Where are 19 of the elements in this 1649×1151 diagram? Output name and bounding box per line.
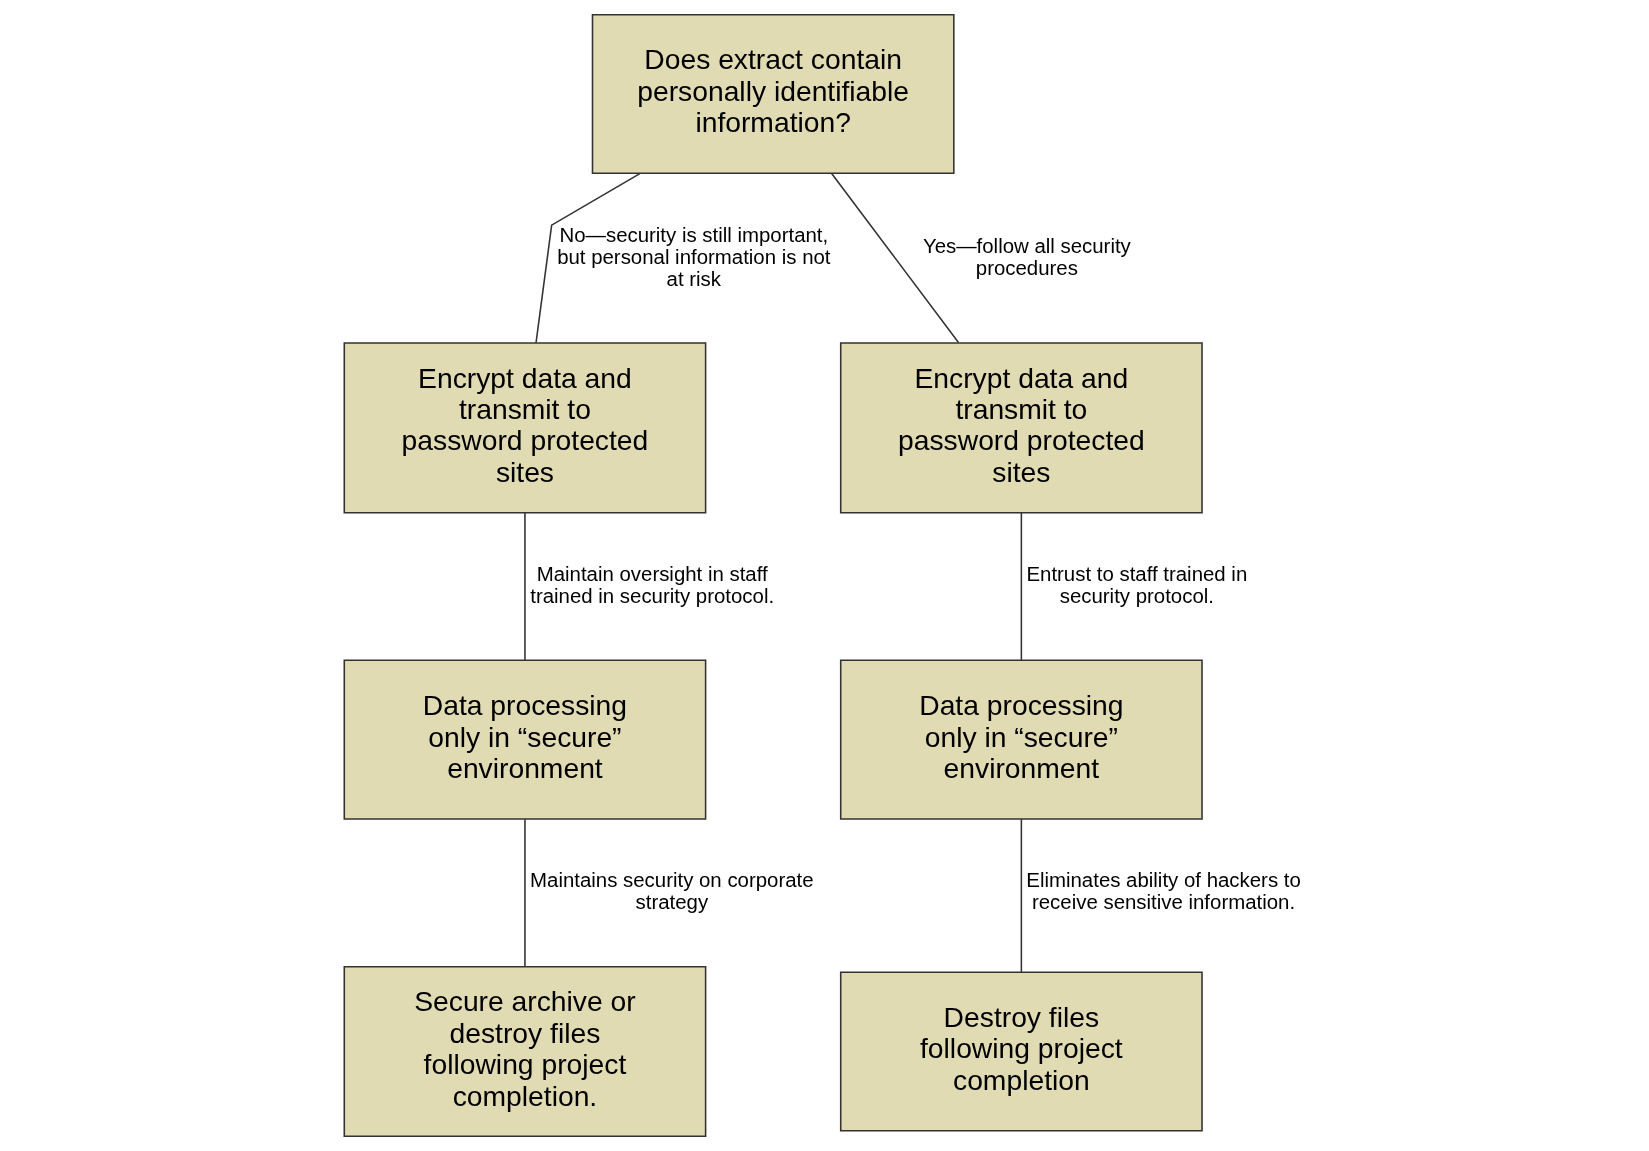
connector	[534, 172, 641, 344]
node-box: Destroy files following project completion	[839, 971, 1203, 1132]
edge-label: Entrust to staff trained in security protocol.	[1025, 562, 1247, 607]
connector	[523, 818, 526, 968]
node-box: Secure archive or destroy files following project completion.	[343, 965, 706, 1138]
connector	[1020, 512, 1022, 662]
node-box: Does extract contain personally identifiable information?	[591, 13, 955, 175]
node-box: Encrypt data and transmit to password protected sites	[343, 342, 706, 514]
edge-label: Yes—follow all security procedures	[922, 234, 1131, 279]
node-box: Encrypt data and transmit to password protected sites	[839, 342, 1203, 514]
connector	[523, 512, 526, 662]
connector	[830, 172, 959, 344]
connector	[1020, 818, 1022, 973]
node-box: Data processing only in “secure” environment	[839, 659, 1203, 820]
edge-label: Eliminates ability of hackers to receive sensitive information.	[1025, 869, 1301, 914]
edge-label: No—security is still important, but personal information is not at risk	[556, 223, 831, 290]
edge-label: Maintain oversight in staff trained in security protocol.	[529, 562, 774, 607]
node-box: Data processing only in “secure” environment	[343, 659, 706, 820]
edge-label: Maintains security on corporate strategy	[529, 869, 814, 914]
